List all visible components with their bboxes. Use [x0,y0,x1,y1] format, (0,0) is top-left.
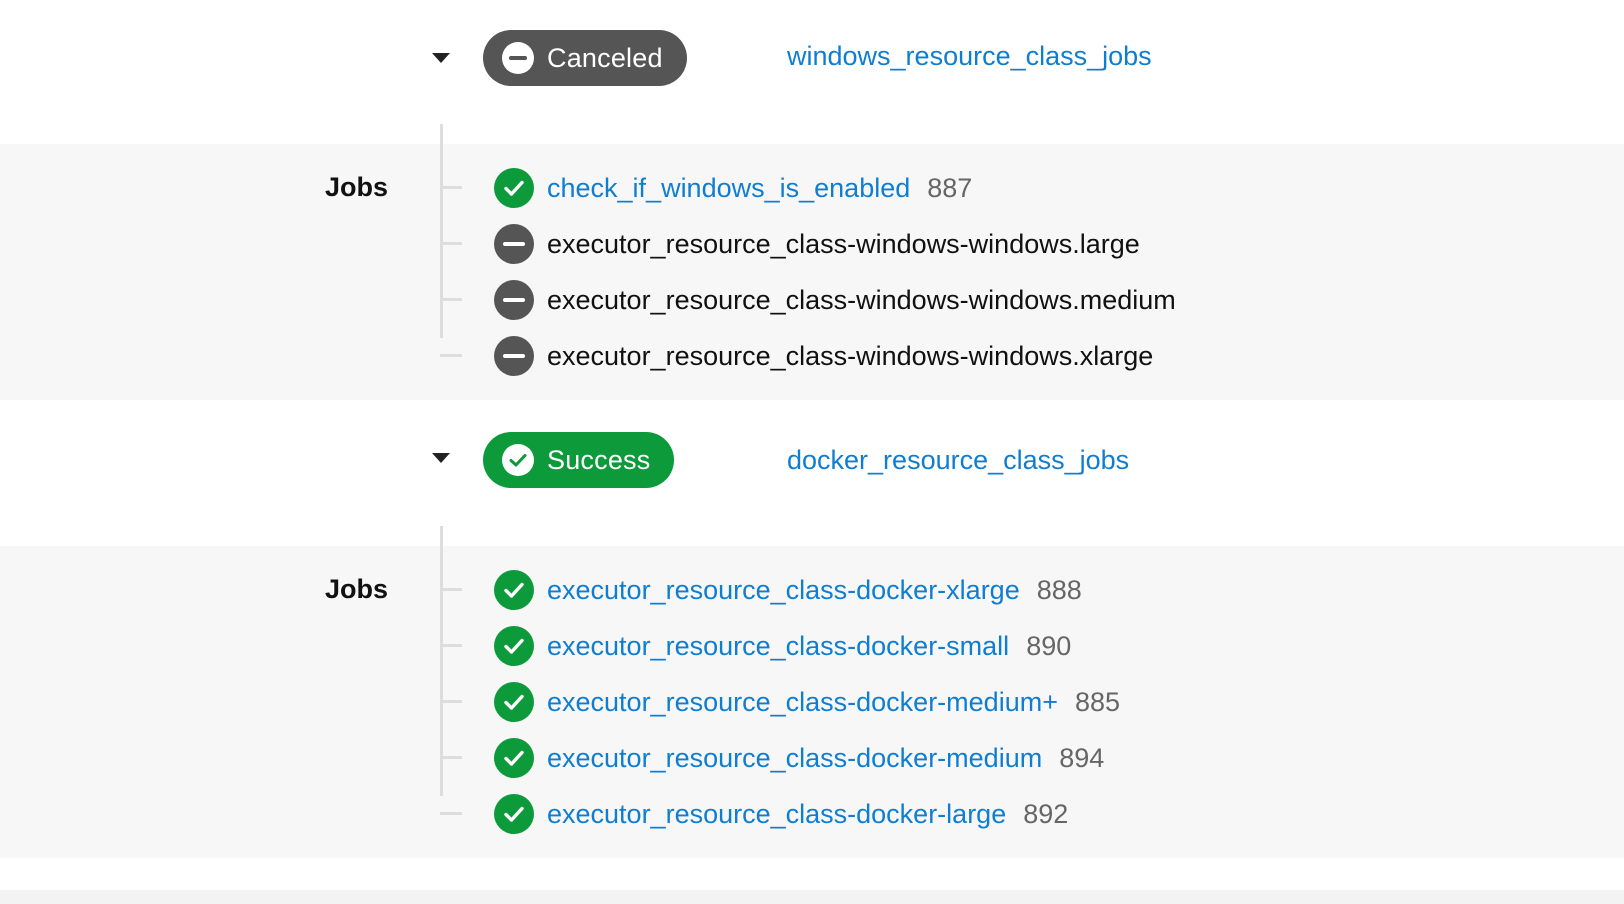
tree-tick [440,644,462,647]
tree-line [440,526,443,796]
tree-tick [440,354,462,357]
job-number: 888 [1036,574,1082,605]
workflow-header-docker: Success docker_resource_class_jobs [0,400,1624,516]
tree-tick [440,700,462,703]
job-link[interactable]: executor_resource_class-docker-medium [547,742,1043,773]
job-row: executor_resource_class-windows-windows.… [494,335,1153,377]
job-number: 885 [1074,686,1121,717]
job-number: 890 [1026,630,1072,661]
job-row: executor_resource_class-docker-medium 89… [494,737,1104,779]
job-number: 892 [1023,798,1069,829]
job-row: executor_resource_class-docker-small 890 [494,625,1071,667]
job-link[interactable]: check_if_windows_is_enabled [547,172,911,203]
bottom-divider [0,890,1624,904]
minus-circle-icon [494,336,534,376]
job-link[interactable]: executor_resource_class-docker-large [547,798,1007,829]
job-row: executor_resource_class-windows-windows.… [494,279,1176,321]
tree-line [440,124,443,338]
job-number: 894 [1059,742,1105,773]
job-row: check_if_windows_is_enabled 887 [494,167,972,209]
job-name: executor_resource_class-windows-windows.… [547,228,1140,259]
tree-tick [440,756,462,759]
tree-tick [440,298,462,301]
job-row: executor_resource_class-windows-windows.… [494,223,1140,265]
jobs-label: Jobs [325,574,389,604]
tree-tick [440,186,462,189]
job-link[interactable]: executor_resource_class-docker-medium+ [547,686,1058,717]
check-circle-icon [494,168,534,208]
tree-tick [440,812,462,815]
collapse-caret-icon[interactable] [432,53,450,63]
job-row: executor_resource_class-docker-large 892 [494,793,1068,835]
jobs-section-windows: Jobs check_if_windows_is_enabled 887 exe… [0,124,1624,400]
workflow-header-windows: Canceled windows_resource_class_jobs [0,0,1624,116]
tree-tick [440,242,462,245]
check-circle-icon [494,738,534,778]
job-link[interactable]: executor_resource_class-docker-small [547,630,1010,661]
job-row: executor_resource_class-docker-xlarge 88… [494,569,1082,611]
minus-circle-icon [502,42,534,74]
status-badge-success: Success [483,432,675,488]
job-name: executor_resource_class-windows-windows.… [547,340,1154,371]
job-name: executor_resource_class-windows-windows.… [547,284,1176,315]
status-badge-label: Success [547,444,651,475]
job-row: executor_resource_class-docker-medium+ 8… [494,681,1120,723]
check-circle-icon [494,570,534,610]
minus-circle-icon [494,280,534,320]
check-circle-icon [502,444,534,476]
job-link[interactable]: executor_resource_class-docker-xlarge [547,574,1020,605]
job-number: 887 [927,172,973,203]
jobs-section-docker: Jobs executor_resource_class-docker-xlar… [0,526,1624,858]
check-circle-icon [494,682,534,722]
tree-tick [440,588,462,591]
check-circle-icon [494,626,534,666]
minus-circle-icon [494,224,534,264]
status-badge-label: Canceled [547,42,663,73]
collapse-caret-icon[interactable] [432,453,450,463]
status-badge-canceled: Canceled [483,30,687,86]
check-circle-icon [494,794,534,834]
workflow-link-docker[interactable]: docker_resource_class_jobs [787,445,1130,475]
jobs-label: Jobs [325,172,389,202]
workflow-link-windows[interactable]: windows_resource_class_jobs [787,41,1152,71]
